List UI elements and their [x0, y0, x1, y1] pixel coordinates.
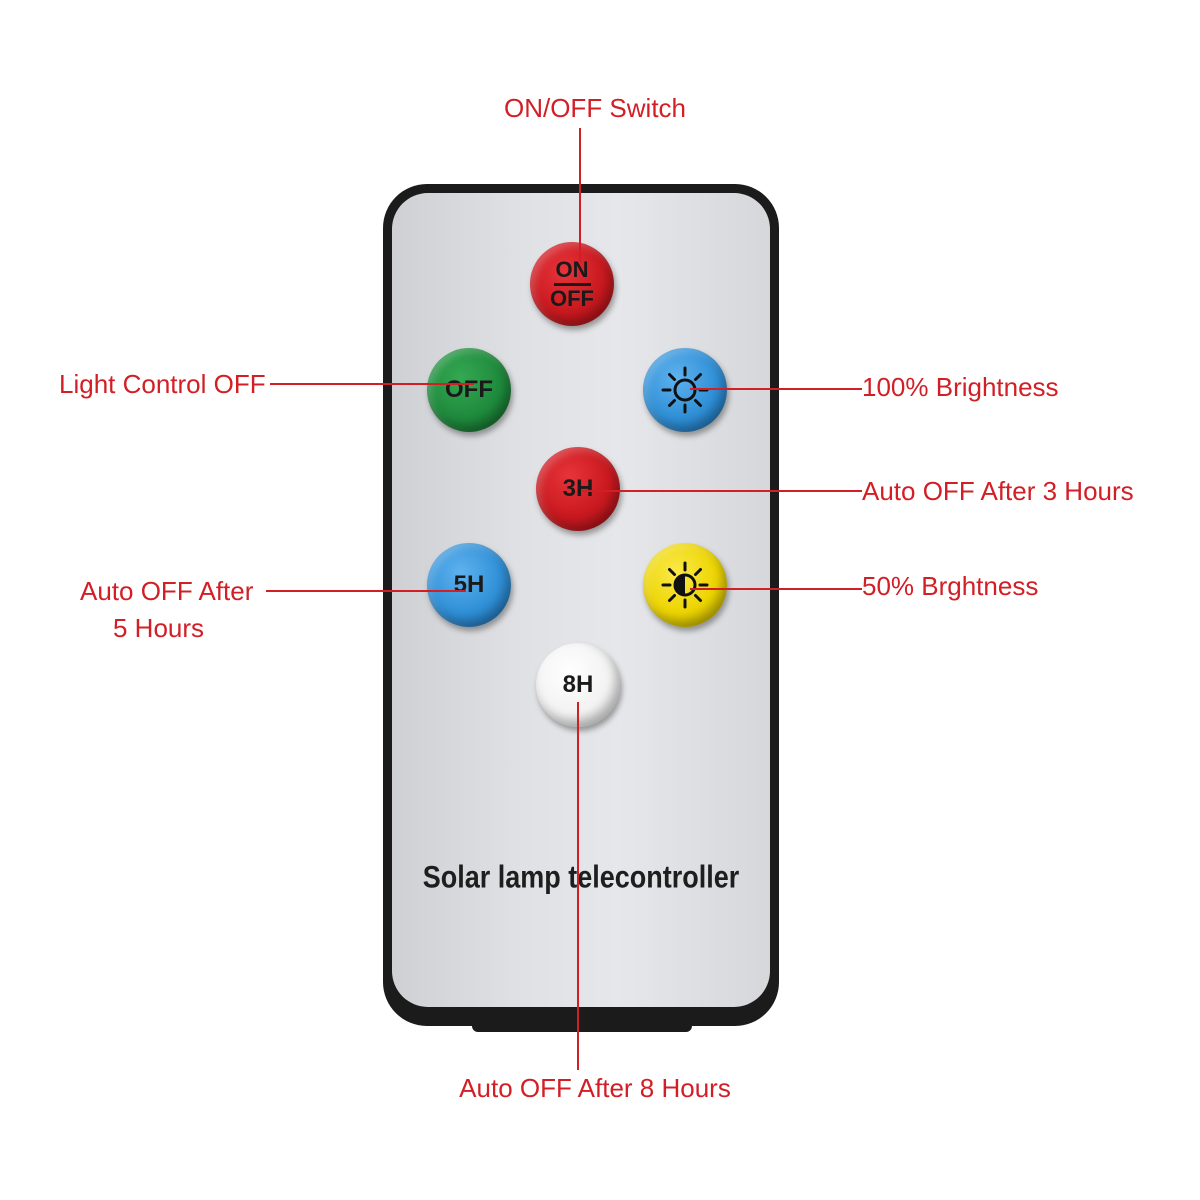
callout-light-off-label: Light Control OFF [59, 370, 266, 400]
callout-5h-line1: Auto OFF After [80, 576, 253, 606]
callout-5h-label: Auto OFF After 5 Hours [80, 577, 295, 644]
callout-half-brightness-label: 50% Brghtness [862, 572, 1038, 602]
callout-5h-line2: 5 Hours [80, 614, 295, 644]
callout-8h-label: Auto OFF After 8 Hours [0, 1074, 1190, 1104]
callout-onoff-label: ON/OFF Switch [0, 94, 1190, 124]
callout-3h-label: Auto OFF After 3 Hours [862, 477, 1134, 507]
callout-full-brightness-label: 100% Brightness [862, 373, 1059, 403]
